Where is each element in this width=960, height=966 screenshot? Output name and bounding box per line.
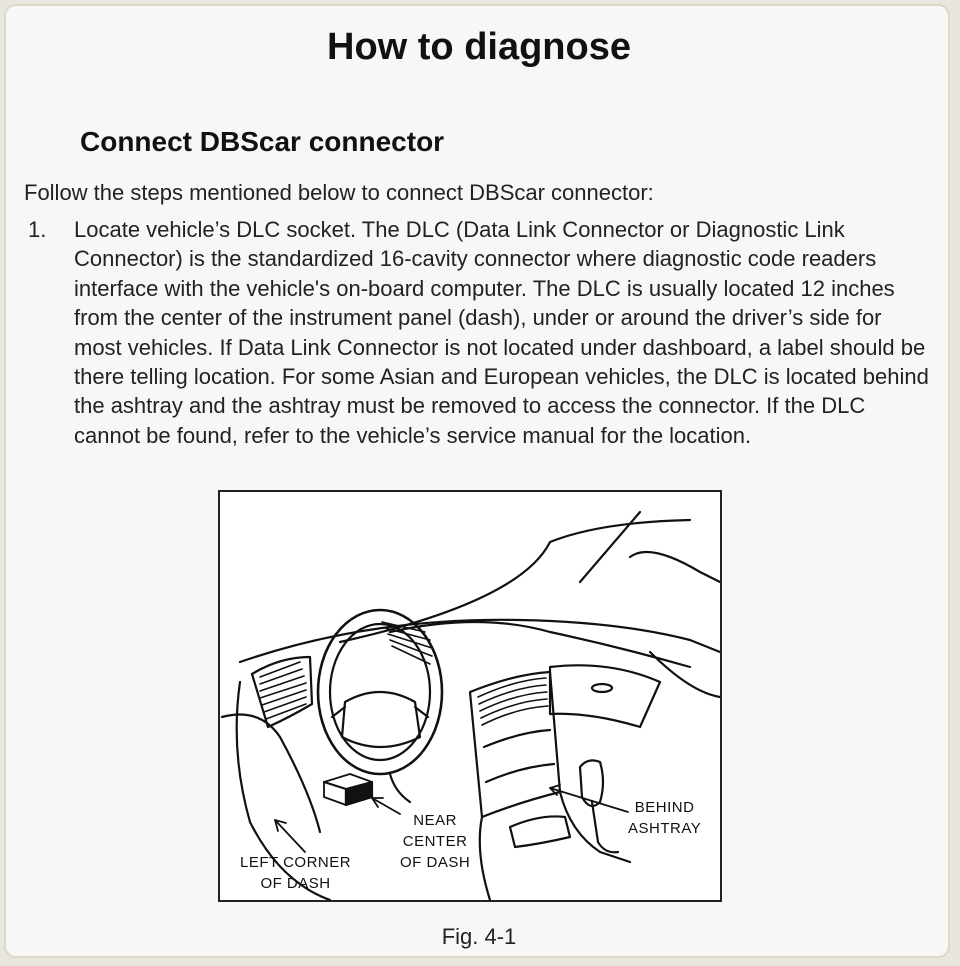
page-title: How to diagnose [327, 26, 631, 68]
step-text: Locate vehicle’s DLC socket. The DLC (Da… [74, 217, 929, 448]
document-card: How to diagnose Connect DBScar connector… [4, 4, 950, 958]
step-number: 1. [28, 217, 47, 242]
dlc-location-figure: NEAR CENTER OF DASH LEFT CORNER OF DASH … [218, 490, 722, 902]
section-heading: Connect DBScar connector [80, 126, 445, 157]
figure-caption: Fig. 4-1 [441, 924, 517, 949]
left-corner-label: LEFT CORNER OF DASH [240, 854, 352, 892]
near-center-label: NEAR CENTER OF DASH [400, 812, 471, 871]
behind-ashtray-label: BEHIND ASHTRAY [628, 799, 702, 837]
car-interior-illustration [220, 510, 720, 900]
intro-text: Follow the steps mentioned below to conn… [24, 180, 654, 205]
